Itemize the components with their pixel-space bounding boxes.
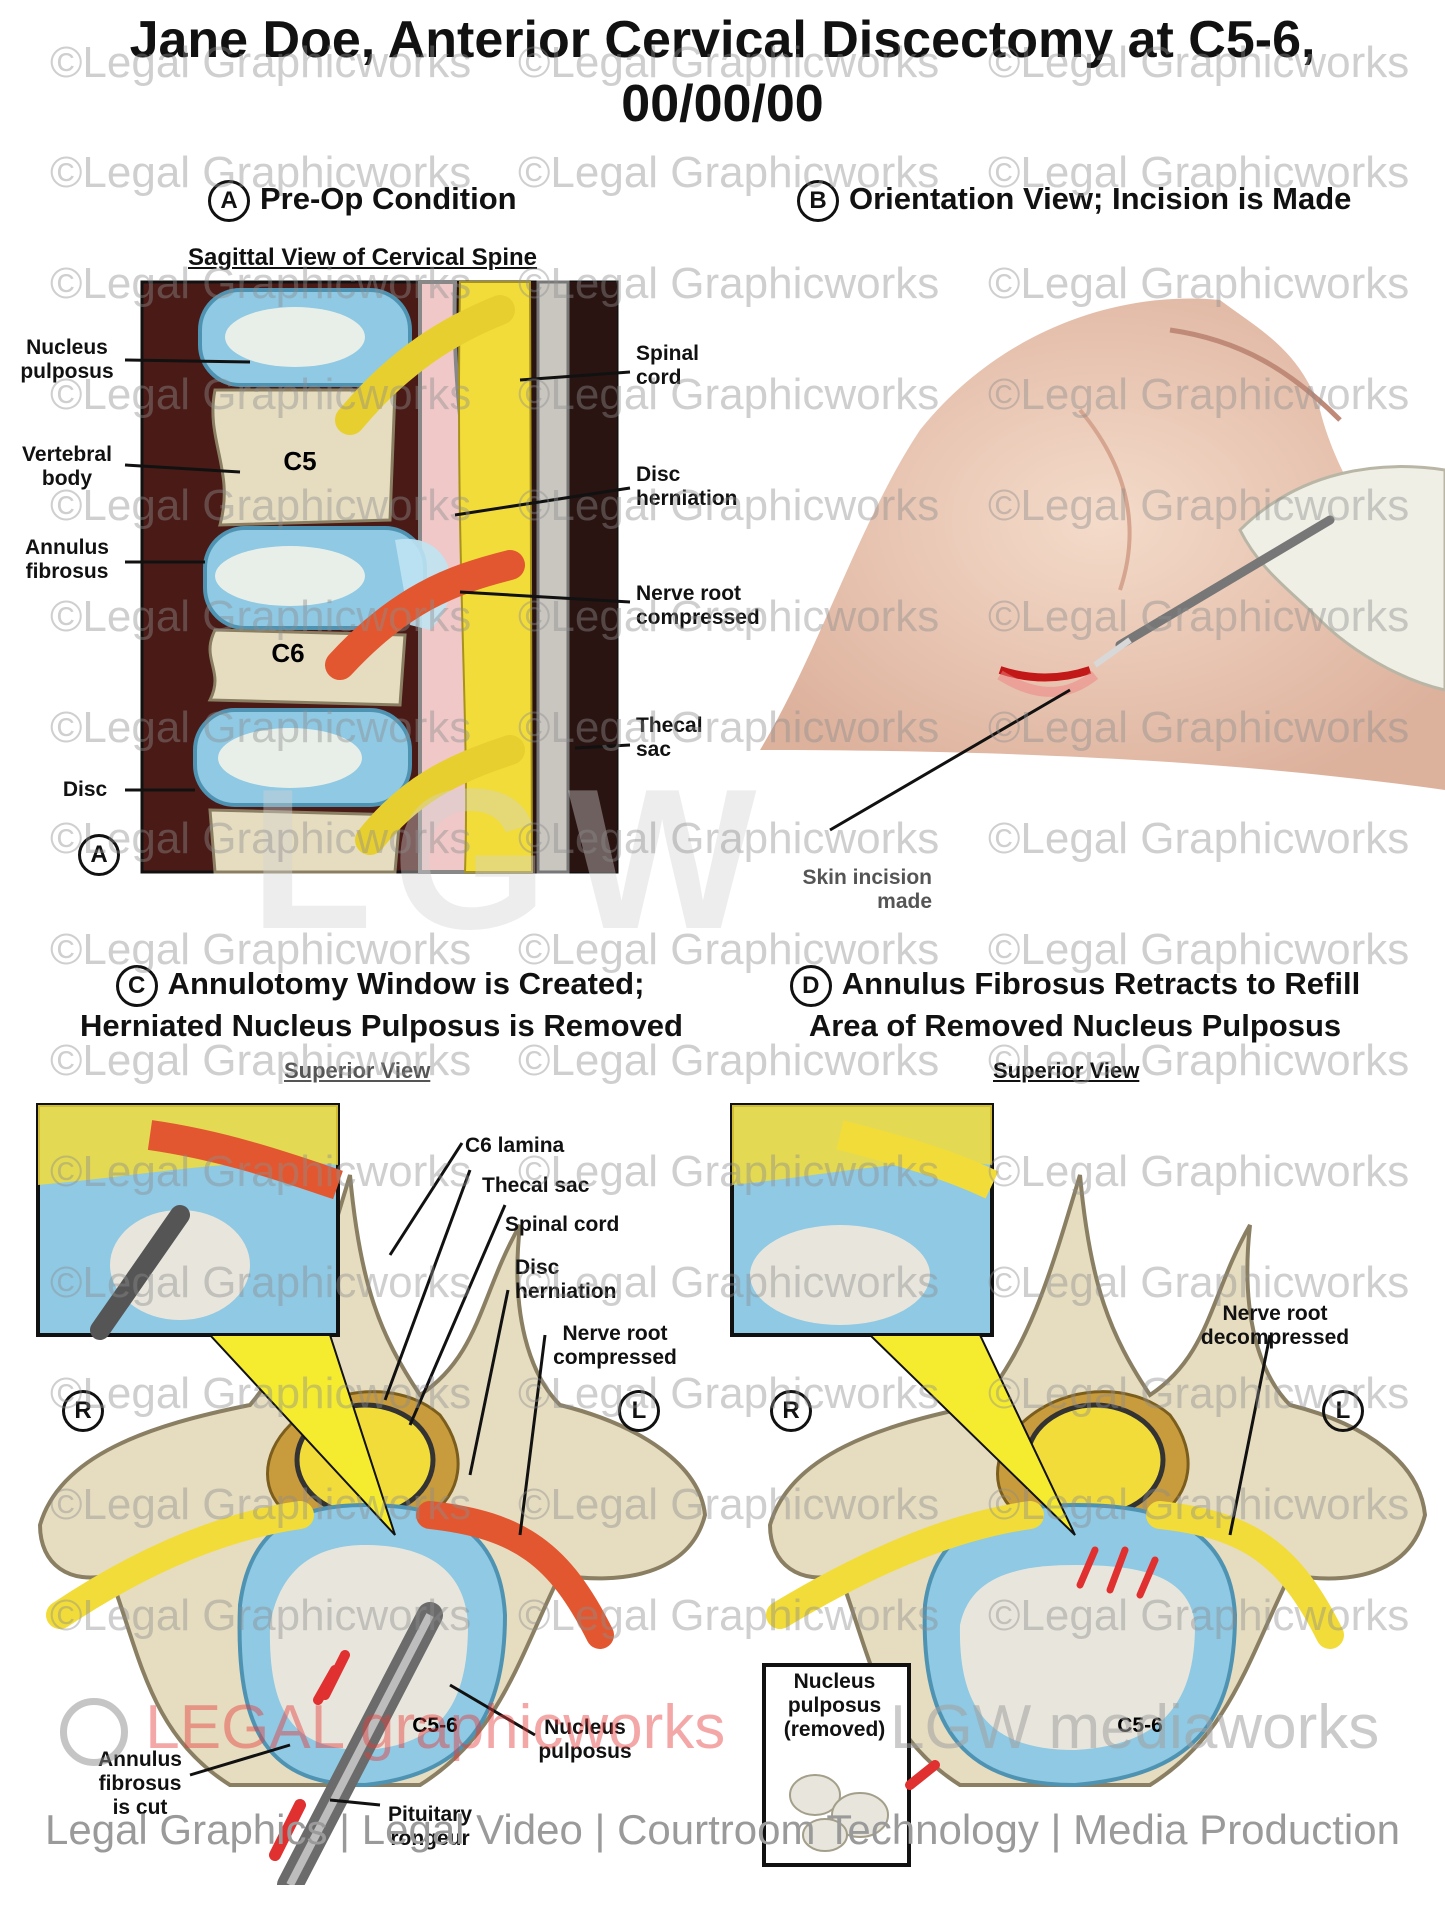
removal-arrow-1 [313,1650,350,1705]
panel-b-title-text: Orientation View; Incision is Made [849,181,1352,217]
label-spinal-cord-c: Spinal cord [505,1213,620,1236]
panel-d-badge: D [789,965,832,1007]
neck-orientation-illustration [760,298,1445,832]
panel-c-badge: C [115,965,158,1007]
removed-nucleus-box [762,1663,911,1867]
nerve-root-left-compressed [416,1501,614,1649]
incision-leader-line [829,688,1071,832]
removed-arrow [905,1760,940,1790]
level-c5-6-label-d: C5-6 [1117,1714,1163,1737]
superior-view-c-illustration: C5-6 [36,1103,708,1885]
label-skin-incision: Skin incision made [802,866,932,913]
vertebral-body-c7 [208,808,402,874]
panel-a-title: A Pre-Op Condition [208,180,517,222]
panel-a-leader-lines [124,358,631,792]
inset-rongeur [90,1205,190,1340]
label-nerve-root-compressed: Nerve root compressed [636,582,760,629]
page-title: Jane Doe, Anterior Cervical Discectomy a… [0,8,1445,136]
removal-arrow-2 [269,1799,306,1861]
label-nucleus-pulposus-c: Nucleus pulposus [538,1716,632,1763]
inset-nerve-root [147,1120,343,1200]
disc-c5-6-remaining-nucleus [959,1565,1195,1750]
removed-fragment-1 [789,1774,841,1816]
decompressed-leader-line [1228,1334,1272,1536]
scalpel-blade [1093,637,1132,668]
nerve-root-compressed [325,550,525,680]
chin-line [1169,327,1342,422]
label-vertebral-body: Vertebral body [22,443,112,490]
panel-c-title-line-2: Herniated Nucleus Pulposus is Removed [80,1008,683,1043]
panel-a-corner-badge: A [78,834,130,876]
label-thecal-sac-c: Thecal sac [482,1174,590,1197]
orientation-right-c: R [62,1390,114,1432]
title-line-2: 00/00/00 [621,75,824,133]
inset-callout-pointer [207,1334,396,1536]
inset-callout-pointer-d [867,1334,1076,1536]
neck-contour [1078,408,1132,591]
title-line-1: Jane Doe, Anterior Cervical Discectomy a… [129,11,1316,69]
panel-a-subtitle: Sagittal View of Cervical Spine [188,244,538,271]
panel-d-title-line-2: Area of Removed Nucleus Pulposus [808,1008,1342,1043]
nerve-root-decompressed [1146,1501,1344,1649]
inset-nerve-root-d [836,1120,999,1199]
gloved-hand [1238,465,1445,692]
panel-c-subtitle: Superior View [284,1058,431,1083]
panel-c-leader-lines [189,1142,547,1807]
scalpel-handle [1115,515,1335,650]
sagittal-spine-illustration: C5 C6 [124,280,631,874]
nerve-root-upper [335,295,515,435]
magnifier-icon [60,1697,128,1766]
orientation-right-d: R [770,1390,822,1432]
label-pituitary-rongeur: Pituitary rongeur [387,1803,473,1850]
brand-lgw-mediaworks: LGW mediaworks [890,1693,1380,1762]
label-nerve-root-decompressed: Nerve root decompressed [1200,1302,1350,1349]
label-disc: Disc [62,778,108,801]
c6-label: C6 [271,638,304,668]
rongeur-shaft-highlight [286,1613,434,1885]
inset-nucleus [110,1210,250,1320]
removed-fragment-3 [802,1818,848,1852]
c5-label: C5 [283,446,316,476]
label-disc-herniation: Disc herniation [636,463,738,510]
orientation-left-d: L [1322,1390,1374,1432]
label-spinal-cord: Spinal cord [636,342,700,389]
retraction-arrows [1076,1546,1159,1599]
superior-view-d-illustration: C5-6 [730,1103,1428,1867]
level-c5-6-label-c: C5-6 [412,1714,458,1737]
orientation-left-c: L [618,1390,670,1432]
panel-b-title: B Orientation View; Incision is Made [797,180,1351,222]
skin-incision [998,666,1092,682]
brand-legal-graphicworks: LEGAL graphicworks [60,1692,725,1766]
panel-d-subtitle: Superior View [993,1058,1140,1083]
label-nucleus-removed: Nucleus pulposus (removed) [783,1670,886,1741]
label-nucleus-pulposus: Nucleus pulposus [20,336,114,383]
nucleus-c4-5 [225,307,365,367]
dura-wall [536,280,570,874]
inset-nucleus-d [750,1225,930,1325]
panel-b-badge: B [797,180,839,222]
label-nerve-root-compressed-c: Nerve root compressed [553,1322,677,1369]
label-c6-lamina: C6 lamina [465,1134,565,1157]
panel-a-title-text: Pre-Op Condition [260,181,517,217]
removed-fragment-2 [831,1792,889,1838]
label-disc-herniation-c: Disc herniation [515,1256,617,1303]
nucleus-c6-7 [218,728,362,788]
lgw-big-watermark: LGW [250,748,777,971]
nerve-root-right-d [766,1501,1044,1629]
neck-skin [760,298,1445,790]
panel-d-title-line-1: Annulus Fibrosus Retracts to Refill [841,966,1361,1002]
nerve-root-lower [355,735,525,855]
label-thecal-sac: Thecal sac [636,714,703,761]
nerve-root-right [46,1501,314,1629]
panel-a-badge: A [208,180,250,222]
incision-glow [997,670,1099,697]
footer-tagline: Legal Graphics | Legal Video | Courtroom… [45,1806,1400,1853]
panel-c-title-line-1: Annulotomy Window is Created; [167,966,645,1002]
nucleus-c5-6 [215,546,365,606]
label-annulus-fibrosus: Annulus fibrosus [25,536,109,583]
